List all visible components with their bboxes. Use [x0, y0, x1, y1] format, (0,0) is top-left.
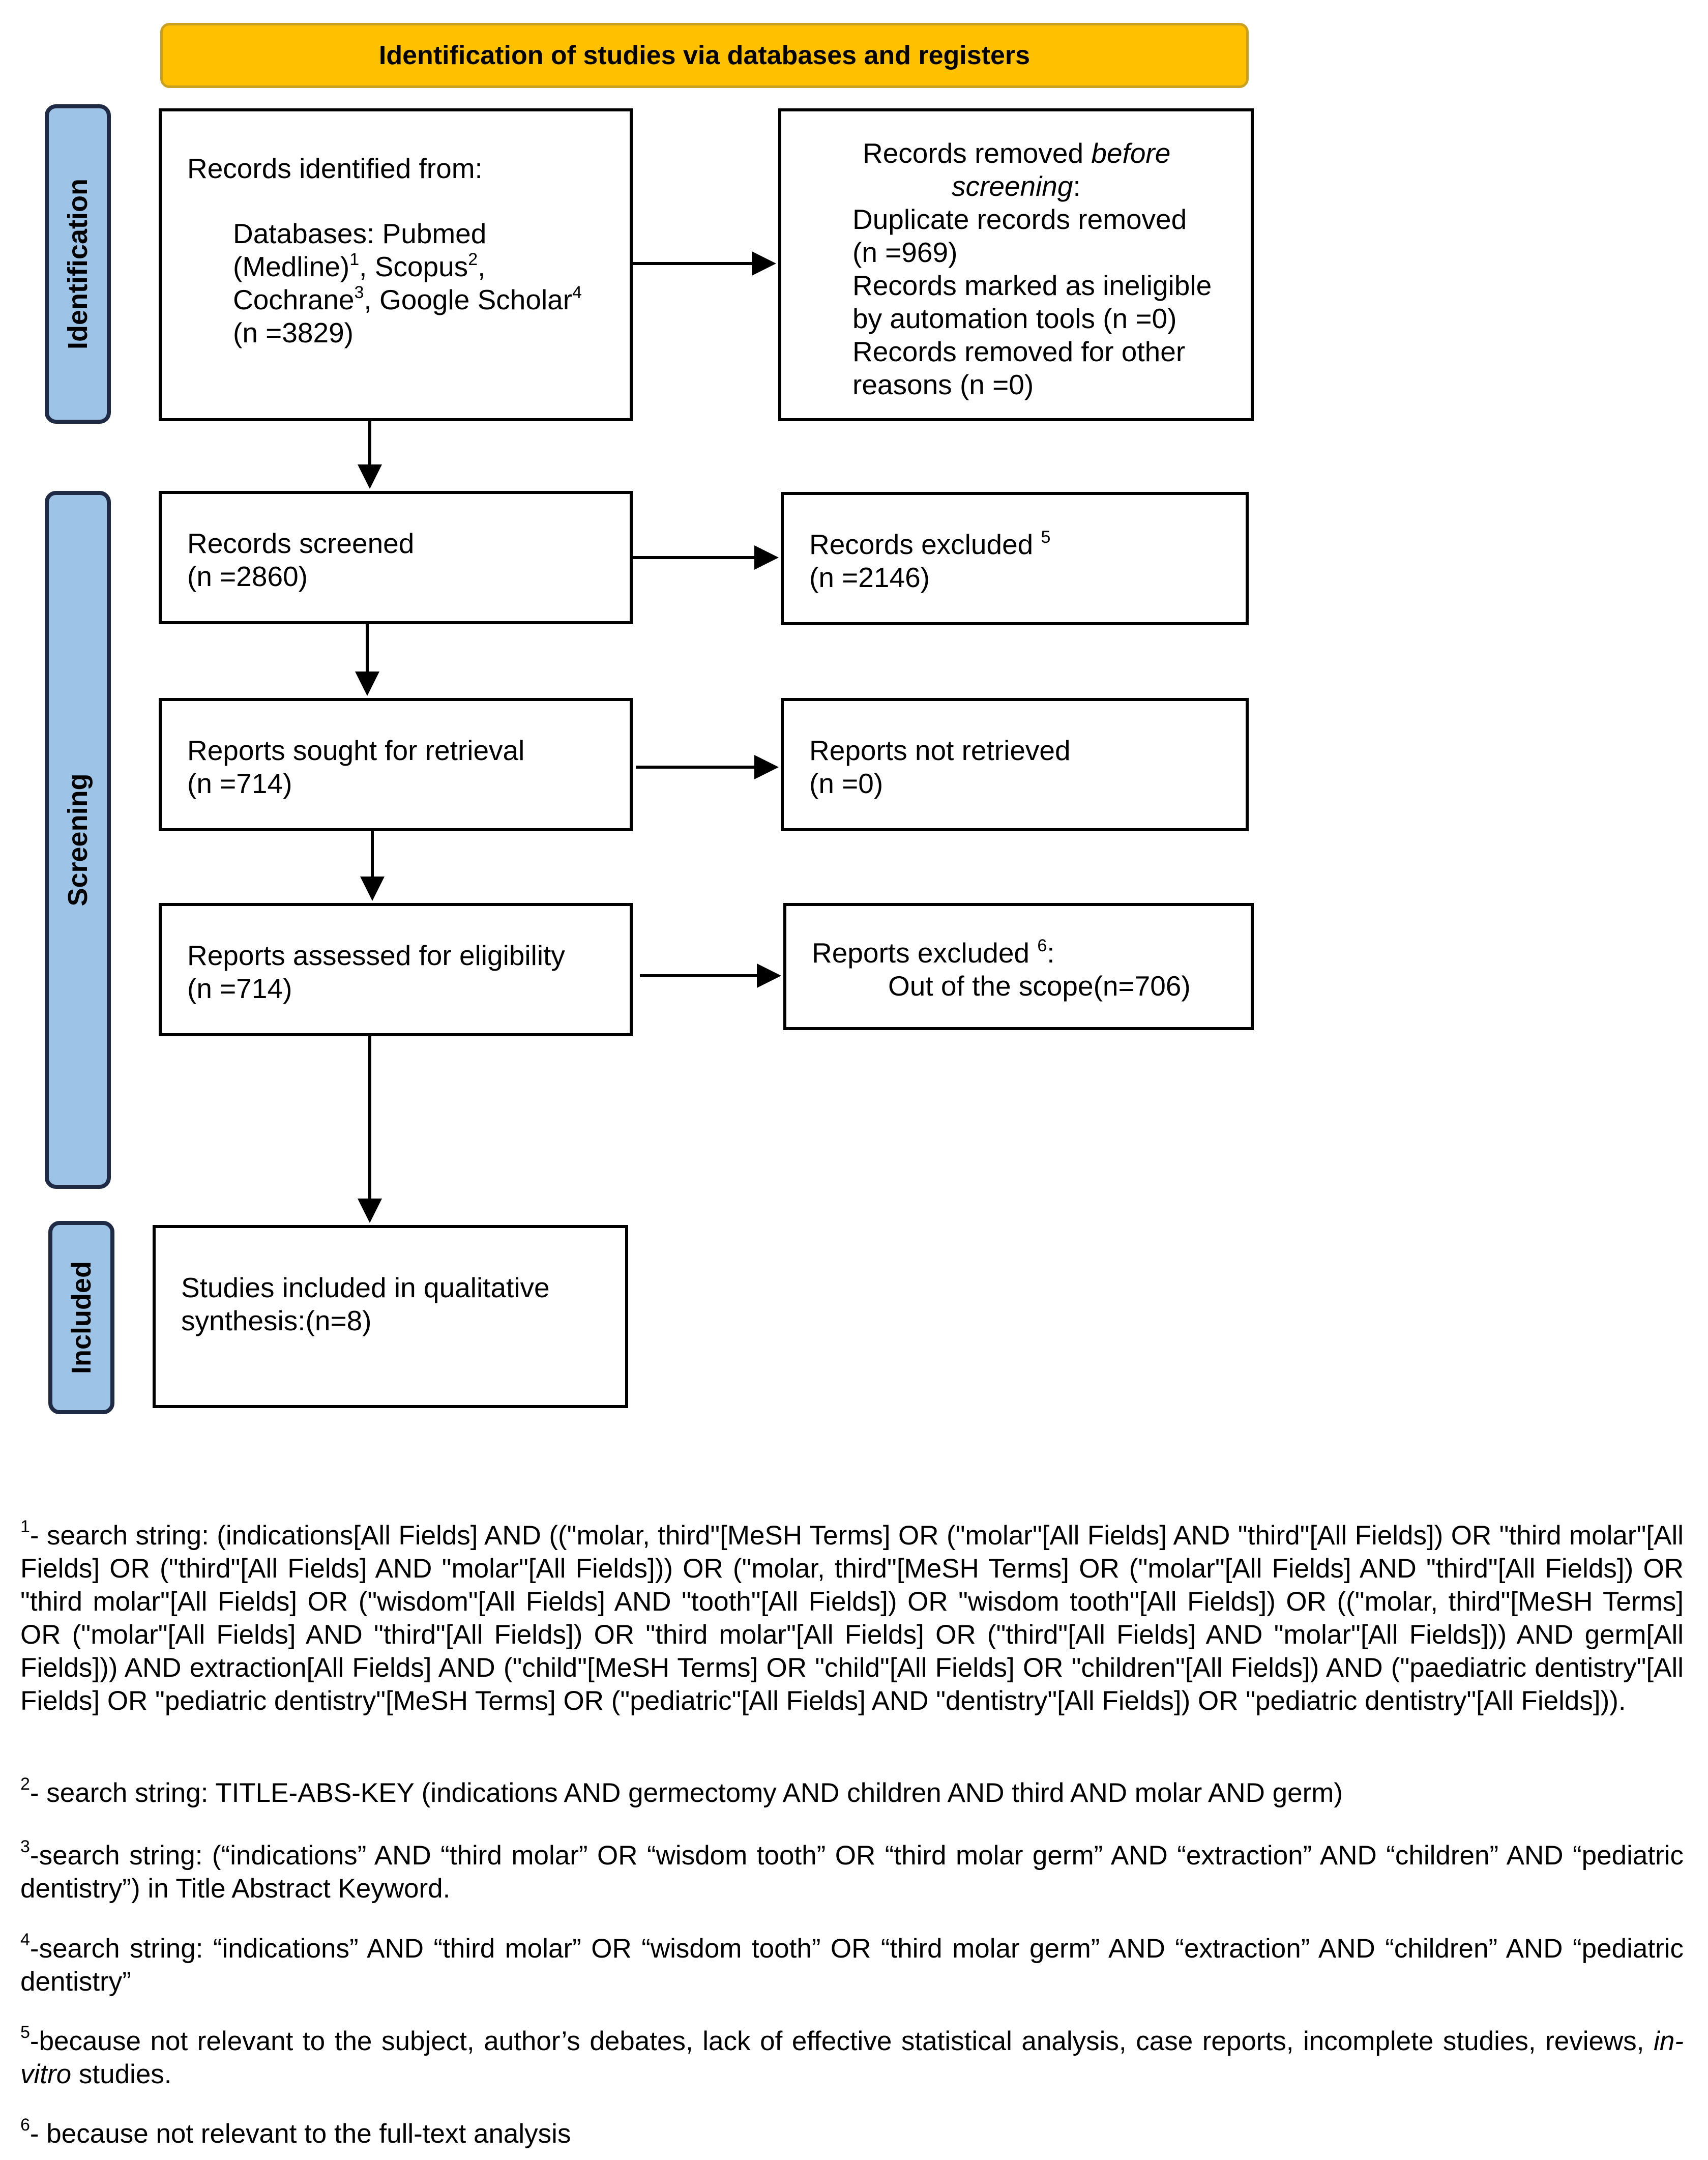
studies-included-box: Studies included in qualitative synthesi… — [153, 1225, 628, 1408]
records-removed-box: Records removed before screening: Duplic… — [778, 108, 1254, 421]
duplicate-records-label: Duplicate records removed — [852, 203, 1187, 235]
reports-excluded-box: Reports excluded 6: Out of the scope(n=7… — [783, 903, 1254, 1030]
reports-assessed-box: Reports assessed for eligibility (n =714… — [159, 903, 633, 1036]
reports-excluded-detail: Out of the scope(n=706) — [888, 970, 1191, 1002]
reports-excluded-label: Reports excluded 6: — [812, 936, 1055, 969]
studies-included-count: synthesis:(n=8) — [181, 1305, 372, 1336]
flow-connectors — [355, 251, 781, 1223]
databases-line-3: Cochrane3, Google Scholar4 — [233, 283, 582, 315]
reports-sought-label: Reports sought for retrieval — [187, 735, 525, 766]
banner-title: Identification of studies via databases … — [160, 23, 1249, 88]
other-removed-count: reasons (n =0) — [852, 369, 1034, 400]
footnote-6: 6- because not relevant to the full-text… — [20, 2115, 571, 2149]
records-removed-heading: Records removed before — [863, 137, 1171, 169]
reports-not-retrieved-label: Reports not retrieved — [809, 735, 1071, 766]
databases-line-2: (Medline)1, Scopus2, — [233, 250, 486, 282]
databases-line: Databases: Pubmed — [233, 218, 487, 249]
reports-not-retrieved-box: Reports not retrieved (n =0) — [781, 698, 1249, 831]
records-excluded-box: Records excluded 5 (n =2146) — [781, 492, 1249, 625]
footnote-5: 5-because not relevant to the subject, a… — [20, 2023, 1684, 2089]
footnote-4: 4-search string: “indications” AND “thir… — [20, 1930, 1684, 1997]
records-screened-count: (n =2860) — [187, 561, 308, 592]
records-removed-heading-2: screening: — [952, 170, 1081, 202]
reports-sought-count: (n =714) — [187, 768, 292, 799]
records-identified-box: Records identified from: Databases: Pubm… — [159, 108, 633, 421]
records-identified-count: (n =3829) — [233, 317, 354, 348]
reports-assessed-count: (n =714) — [187, 973, 292, 1004]
studies-included-label: Studies included in qualitative — [181, 1272, 550, 1303]
phase-screening: Screening — [45, 491, 111, 1189]
ineligible-records-count: by automation tools (n =0) — [852, 303, 1177, 334]
footnote-1: 1- search string: (indications[All Field… — [20, 1517, 1684, 1716]
records-excluded-count: (n =2146) — [809, 562, 930, 593]
phase-identification: Identification — [45, 104, 111, 424]
phase-included: Included — [48, 1221, 114, 1414]
footnote-3: 3-search string: (“indications” AND “thi… — [20, 1837, 1684, 1904]
records-identified-heading: Records identified from: — [187, 153, 483, 184]
reports-sought-box: Reports sought for retrieval (n =714) — [159, 698, 633, 831]
reports-assessed-label: Reports assessed for eligibility — [187, 940, 565, 971]
other-removed-label: Records removed for other — [852, 336, 1186, 367]
records-screened-box: Records screened (n =2860) — [159, 491, 633, 624]
reports-not-retrieved-count: (n =0) — [809, 768, 884, 799]
ineligible-records-label: Records marked as ineligible — [852, 270, 1212, 301]
records-excluded-label: Records excluded 5 — [809, 528, 1051, 560]
records-screened-label: Records screened — [187, 528, 415, 559]
duplicate-records-count: (n =969) — [852, 237, 958, 268]
footnote-2: 2- search string: TITLE-ABS-KEY (indicat… — [20, 1774, 1343, 1808]
